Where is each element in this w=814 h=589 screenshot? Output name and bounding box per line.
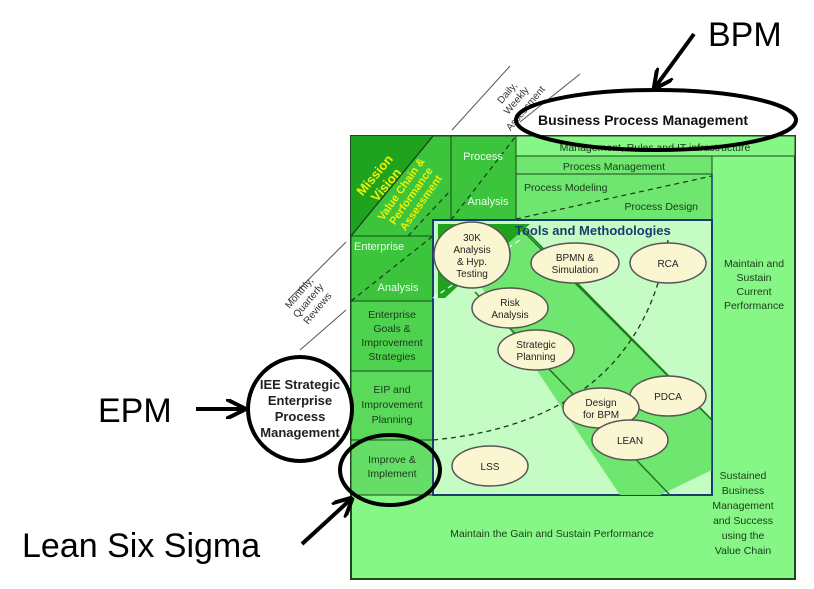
modeling-design-divider	[515, 175, 713, 220]
dashed-arc	[432, 239, 669, 441]
svg-text:and Success: and Success	[713, 515, 773, 527]
iee-text: IEE Strategic Enterprise Process Managem…	[260, 377, 340, 440]
svg-text:Enterprise: Enterprise	[368, 309, 416, 321]
svg-text:Value Chain: Value Chain	[715, 545, 772, 557]
process-modeling-label: Process Modeling	[524, 182, 608, 194]
daily-line-1	[451, 65, 511, 131]
iee-circle	[246, 355, 354, 463]
process-design-label: Process Design	[624, 201, 698, 213]
tool-ellipse	[629, 242, 707, 284]
svg-text:Implement: Implement	[367, 468, 416, 480]
tool-rca: RCA	[629, 242, 707, 284]
tools-title: Tools and Methodologies	[515, 223, 671, 238]
maintain-gain-label: Maintain the Gain and Sustain Performanc…	[450, 528, 654, 540]
bpm-arrow	[656, 32, 696, 86]
enterprise-bottom-label: Analysis	[378, 282, 419, 294]
enterprise-analysis-cell	[350, 235, 434, 302]
monthly-line-2	[299, 309, 347, 351]
svg-text:Enterprise: Enterprise	[268, 393, 332, 408]
svg-text:IEE Strategic: IEE Strategic	[260, 377, 340, 392]
tool-ellipse	[591, 419, 669, 461]
svg-text:Strategies: Strategies	[368, 351, 415, 363]
tool-label: LEAN	[617, 436, 643, 447]
sustained-text: Sustained Business Management and Succes…	[712, 470, 773, 557]
tool-lss: LSS	[451, 445, 529, 487]
bpm-title: Business Process Management	[538, 112, 748, 128]
tool-label: Analysis	[491, 310, 528, 321]
svg-text:Goals &: Goals &	[373, 323, 410, 335]
process-bottom-label: Analysis	[468, 196, 509, 208]
svg-text:Improvement: Improvement	[361, 399, 422, 411]
svg-text:Performance: Performance	[724, 300, 784, 312]
tool-label: for BPM	[583, 410, 619, 421]
svg-text:Management: Management	[712, 500, 773, 512]
svg-text:Business: Business	[722, 485, 765, 497]
tool-label: LSS	[481, 462, 500, 473]
enterprise-top-label: Enterprise	[354, 241, 404, 253]
tool-ellipse	[530, 242, 620, 284]
svg-text:Current: Current	[736, 286, 771, 298]
lss-highlight-ellipse	[338, 433, 442, 507]
tool-label: Strategic	[516, 340, 555, 351]
tool-label: Planning	[517, 352, 556, 363]
process-management-label: Process Management	[563, 161, 665, 173]
tool-label: 30K	[463, 233, 481, 244]
svg-text:Improve &: Improve &	[368, 454, 416, 466]
svg-text:Improvement: Improvement	[361, 337, 422, 349]
svg-text:Sustain: Sustain	[736, 272, 771, 284]
goals-cell	[350, 300, 434, 372]
lss-callout: Lean Six Sigma	[22, 527, 260, 565]
lss-arrow	[300, 500, 350, 546]
tool-label: Risk	[500, 298, 520, 309]
svg-text:Planning: Planning	[372, 414, 413, 426]
goals-text: Enterprise Goals & Improvement Strategie…	[361, 309, 422, 363]
improve-text: Improve & Implement	[367, 454, 416, 480]
eip-text: EIP and Improvement Planning	[361, 384, 422, 426]
svg-text:Management: Management	[260, 425, 340, 440]
tool-lean: LEAN	[591, 419, 669, 461]
monthly-quarterly-label: Monthly, Quarterly Reviews	[284, 276, 335, 327]
svg-text:Process: Process	[275, 409, 326, 424]
mission-divider	[350, 135, 434, 237]
tool-ellipse	[451, 445, 529, 487]
improve-cell	[350, 439, 434, 496]
tool-ellipse	[433, 221, 511, 289]
svg-text:EIP and: EIP and	[373, 384, 410, 396]
value-chain-divider	[407, 189, 452, 237]
tool-label: PDCA	[654, 392, 682, 403]
maintain-text: Maintain and Sustain Current Performance	[724, 258, 784, 312]
bpm-callout: BPM	[708, 16, 782, 54]
svg-text:Sustained: Sustained	[720, 470, 767, 482]
tool-label: Testing	[456, 269, 488, 280]
tool-ellipse	[497, 329, 575, 371]
tool-ellipse	[471, 287, 549, 329]
epm-callout: EPM	[98, 392, 172, 430]
tool-label: Simulation	[552, 265, 599, 276]
svg-text:Maintain and: Maintain and	[724, 258, 784, 270]
tool-bpmn: BPMN &Simulation	[530, 242, 620, 284]
process-top-label: Process	[463, 151, 503, 163]
tool-label: & Hyp.	[457, 257, 487, 268]
daily-line-2	[519, 73, 581, 123]
tool-label: BPMN &	[556, 253, 595, 264]
tool-pdca: PDCA	[629, 375, 707, 417]
tool-label: Design	[585, 398, 616, 409]
monthly-line-1	[287, 241, 347, 301]
svg-text:using the: using the	[722, 530, 765, 542]
tool-label: RCA	[657, 259, 678, 270]
tool-label: Analysis	[453, 245, 490, 256]
